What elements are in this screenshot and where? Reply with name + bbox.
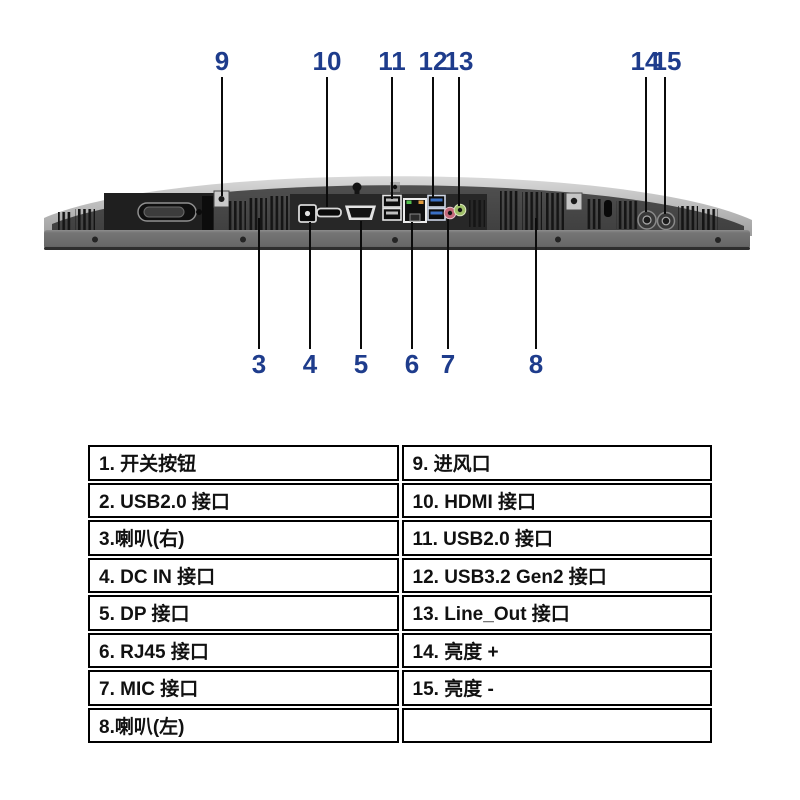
speaker-left-grille [500, 191, 564, 232]
callout-number-10: 10 [313, 46, 342, 76]
usb3-ports [427, 194, 446, 221]
mount-bracket-right [565, 192, 583, 211]
table-cell-left-2: 3.喇叭(右) [88, 520, 399, 556]
table-cell-right-3: 12. USB3.2 Gen2 接口 [401, 557, 712, 593]
mic-jack [443, 206, 457, 220]
table-cell-right-5: 14. 亮度 + [401, 632, 712, 668]
table-cell-right-2: 11. USB2.0 接口 [401, 520, 712, 556]
brightness-up-button [637, 210, 657, 230]
table-cell-right-0: 9. 进风口 [401, 445, 712, 481]
callout-number-7: 7 [441, 349, 455, 379]
callout-number-5: 5 [354, 349, 368, 379]
screw [392, 237, 398, 243]
table-cell-right-4: 13. Line_Out 接口 [401, 595, 712, 631]
dc-in-port [298, 204, 317, 223]
table-cell-left-3: 4. DC IN 接口 [88, 557, 399, 593]
stand-mount-recess [104, 193, 214, 230]
table-cell-left-5: 6. RJ45 接口 [88, 632, 399, 668]
callout-number-11: 11 [378, 46, 406, 76]
table-cell-left-6: 7. MIC 接口 [88, 670, 399, 706]
vents-c [678, 206, 698, 230]
screw [555, 236, 561, 243]
mount-hole [390, 182, 400, 192]
screw [715, 237, 721, 243]
brightness-down-button [656, 211, 676, 231]
kensington-lock-slot [604, 200, 612, 217]
dp-port [345, 205, 376, 220]
speaker-right-grille [228, 196, 288, 232]
usb2-ports [382, 194, 402, 221]
io-recess [290, 182, 487, 230]
callout-number-6: 6 [405, 349, 419, 379]
callout-number-9: 9 [215, 46, 229, 76]
table-cell-left-1: 2. USB2.0 接口 [88, 482, 399, 518]
table-cell-right-7 [401, 707, 712, 743]
vents-a [587, 199, 601, 229]
callout-number-4: 4 [303, 349, 318, 379]
table-cell-left-0: 1. 开关按钮 [88, 445, 399, 481]
callout-number-8: 8 [529, 349, 543, 379]
callout-number-14: 14 [631, 46, 660, 76]
screw [240, 236, 246, 243]
vents-b [616, 201, 638, 229]
keyhole-mount [352, 182, 362, 194]
air-inlet-bracket [213, 190, 230, 208]
table-cell-left-4: 5. DP 接口 [88, 595, 399, 631]
table-cell-left-7: 8.喇叭(左) [88, 707, 399, 743]
left-end-vents [58, 209, 95, 232]
rj45-port [403, 198, 427, 223]
screw [92, 236, 98, 243]
front-bezel-bar [44, 230, 750, 250]
device-bottom-view-diagram: 9 10 11 12 13 14 15 3 4 5 6 7 8 [44, 46, 752, 379]
vents-d [701, 209, 718, 230]
callout-number-3: 3 [252, 349, 266, 379]
callout-number-12: 12 [419, 46, 448, 76]
callout-number-15: 15 [653, 46, 682, 76]
recess-vents [469, 200, 485, 227]
table-cell-right-6: 15. 亮度 - [401, 670, 712, 706]
legend-table: 1. 开关按钮 9. 进风口 2. USB2.0 接口 10. HDMI 接口 … [88, 445, 712, 743]
table-cell-right-1: 10. HDMI 接口 [401, 482, 712, 518]
hdmi-port [316, 207, 342, 218]
callout-number-13: 13 [445, 46, 474, 76]
